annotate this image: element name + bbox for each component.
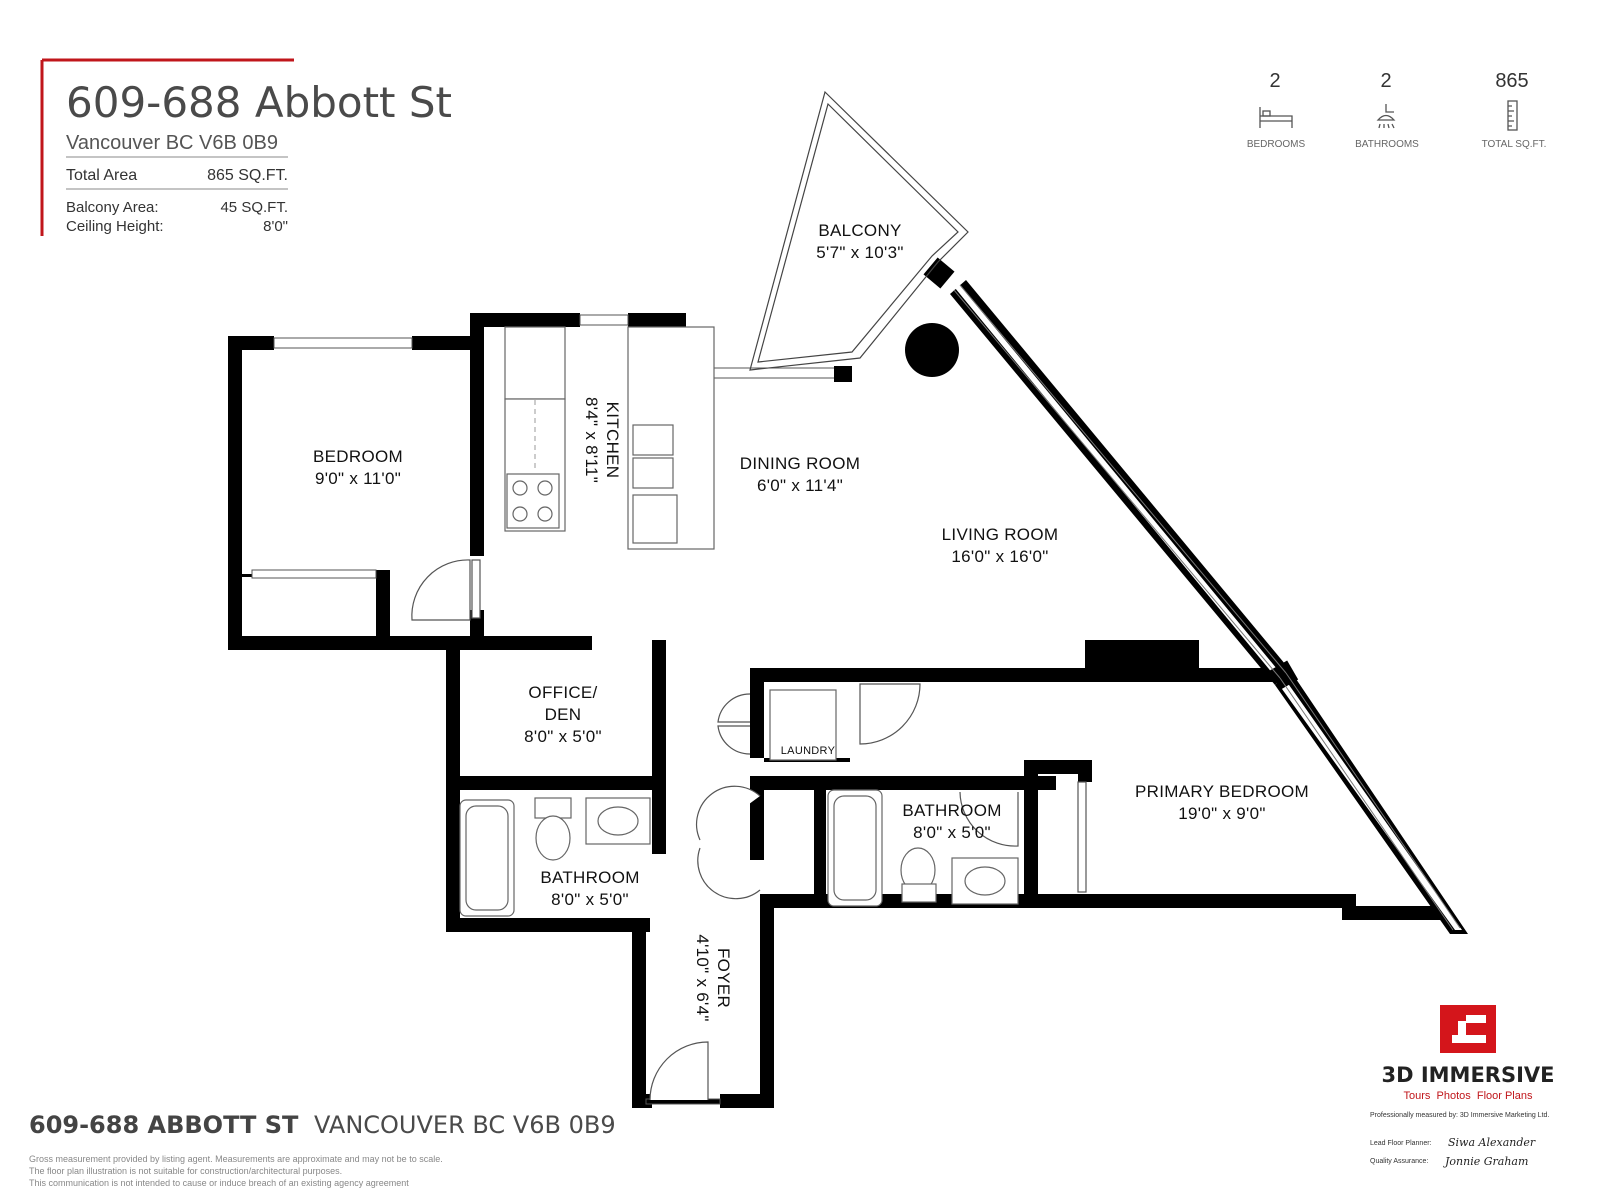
- foyer-name: FOYER: [714, 948, 733, 1008]
- bath2-fixtures: [827, 789, 1019, 907]
- planner-label: Lead Floor Planner:: [1370, 1140, 1432, 1147]
- stat-label: TOTAL SQ.FT.: [1482, 139, 1547, 150]
- dining-dims: 6'0" x 11'4": [757, 476, 843, 495]
- qa-signature: Jonnie Graham: [1443, 1155, 1528, 1168]
- office-dims: 8'0" x 5'0": [524, 727, 602, 746]
- bath1-fixtures: [459, 797, 651, 917]
- stat-value: 865: [1495, 70, 1528, 92]
- ceiling-height-label: Ceiling Height:: [66, 218, 164, 235]
- stats-summary: 2 BEDROOMS 2 BATHROOMS 865 TOTAL SQ.FT.: [1247, 70, 1547, 150]
- living-dims: 16'0" x 16'0": [951, 547, 1048, 566]
- sink: [632, 424, 674, 456]
- living-name: LIVING ROOM: [942, 525, 1059, 544]
- doors: [411, 559, 1087, 1101]
- balcony-area-label: Balcony Area:: [66, 199, 159, 216]
- disclaimer-line-2: The floor plan illustration is not suita…: [29, 1166, 342, 1176]
- balcony-dims: 5'7" x 10'3": [816, 243, 903, 262]
- balcony-name: BALCONY: [818, 221, 901, 240]
- qa-label: Quality Assurance:: [1370, 1158, 1428, 1165]
- ruler-icon: [1507, 100, 1518, 131]
- office-name: OFFICE/: [528, 683, 597, 702]
- kitchen-name: KITCHEN: [603, 402, 622, 479]
- office-name-2: DEN: [545, 705, 582, 724]
- window-lines: [953, 284, 1461, 931]
- disclaimer-line-3: This communication is not intended to ca…: [29, 1178, 409, 1188]
- brand-name: 3D IMMERSIVE: [1381, 1063, 1554, 1087]
- kitchen-dims: 8'4" x 8'11": [582, 397, 601, 483]
- brand-block: 3D IMMERSIVE Tours Photos Floor Plans Pr…: [1370, 1005, 1555, 1168]
- footer-address-bold: 609-688 ABBOTT ST: [29, 1111, 299, 1139]
- walls: [228, 257, 1468, 1108]
- stat-value: 2: [1269, 70, 1280, 92]
- shower-icon: [1376, 104, 1396, 129]
- foyer-dims: 4'10" x 6'4": [693, 934, 712, 1021]
- bath1-name: BATHROOM: [540, 868, 639, 887]
- laundry-label: LAUNDRY: [781, 745, 836, 757]
- footer: 609-688 ABBOTT ST VANCOUVER BC V6B 0B9 G…: [29, 1111, 616, 1188]
- ceiling-height-value: 8'0": [263, 218, 288, 235]
- dining-name: DINING ROOM: [740, 454, 860, 473]
- stat-bathrooms: 2 BATHROOMS: [1355, 70, 1419, 150]
- bedroom-name: BEDROOM: [313, 447, 403, 466]
- stove: [506, 473, 560, 529]
- column: [905, 323, 959, 377]
- disclaimer-line-1: Gross measurement provided by listing ag…: [29, 1154, 443, 1164]
- balcony-area-value: 45 SQ.FT.: [220, 199, 288, 216]
- footer-address-rest: VANCOUVER BC V6B 0B9: [314, 1111, 616, 1139]
- planner-signature: Siwa Alexander: [1448, 1136, 1536, 1149]
- kitchen-fixtures: [504, 326, 715, 550]
- stat-value: 2: [1380, 70, 1391, 92]
- primary-dims: 19'0" x 9'0": [1178, 804, 1265, 823]
- laundry-box: [769, 689, 837, 761]
- primary-name: PRIMARY BEDROOM: [1135, 782, 1309, 801]
- stat-bedrooms: 2 BEDROOMS: [1247, 70, 1306, 150]
- footer-address: 609-688 ABBOTT ST VANCOUVER BC V6B 0B9: [29, 1111, 616, 1139]
- stat-label: BEDROOMS: [1247, 139, 1306, 150]
- stat-total-sqft: 865 TOTAL SQ.FT.: [1482, 70, 1547, 150]
- stat-label: BATHROOMS: [1355, 139, 1419, 150]
- balcony-outline: [749, 90, 969, 371]
- bed-icon: [1259, 107, 1293, 128]
- measured-by: Professionally measured by: 3D Immersive…: [1370, 1112, 1549, 1119]
- bath1-dims: 8'0" x 5'0": [551, 890, 629, 909]
- bath2-name: BATHROOM: [902, 801, 1001, 820]
- total-area-label: Total Area: [66, 167, 137, 184]
- property-address: Vancouver BC V6B 0B9: [66, 132, 278, 154]
- property-header: 609-688 Abbott St Vancouver BC V6B 0B9 T…: [40, 58, 452, 236]
- brand-logo: [1440, 1005, 1496, 1053]
- room-labels: BALCONY 5'7" x 10'3" KITCHEN 8'4" x 8'11…: [313, 221, 1309, 1022]
- bedroom-dims: 9'0" x 11'0": [315, 469, 401, 488]
- property-title: 609-688 Abbott St: [66, 78, 452, 127]
- total-area-value: 865 SQ.FT.: [207, 167, 288, 184]
- bath2-dims: 8'0" x 5'0": [913, 823, 991, 842]
- brand-tagline: Tours Photos Floor Plans: [1403, 1090, 1533, 1102]
